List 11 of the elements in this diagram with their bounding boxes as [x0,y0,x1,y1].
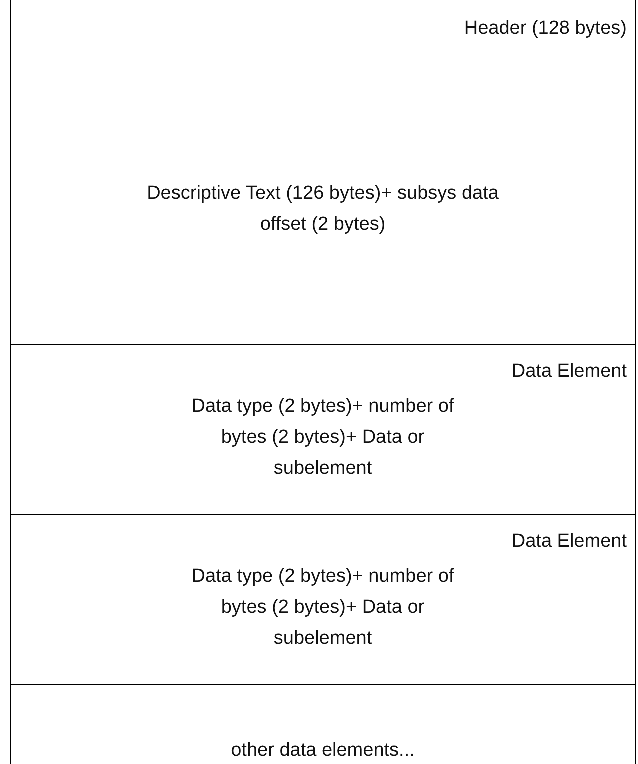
memory-block [10,684,636,764]
memory-block [10,344,636,515]
memory-block [10,514,636,685]
block-description: Data type (2 bytes)+ number of bytes (2 bytes)+ Data or subelement [190,565,456,651]
block-title: Header (128 bytes) [464,18,627,40]
block-description: Descriptive Text (126 bytes)+ subsys data offset (2 bytes) [146,182,500,237]
block-title: Data Element [512,361,627,383]
block-description: Data type (2 bytes)+ number of bytes (2 bytes)+ Data or subelement [190,395,456,481]
memory-block [10,0,636,345]
block-title: Data Element [512,531,627,553]
block-description: other data elements... [230,739,416,763]
